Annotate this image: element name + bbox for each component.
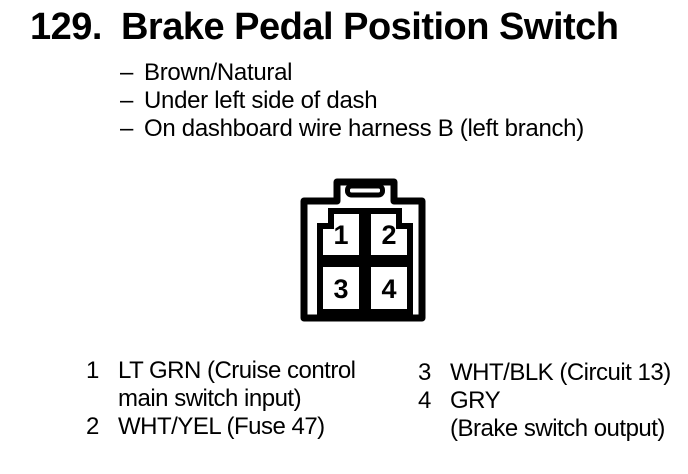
cavity-1-label: 1 bbox=[333, 220, 348, 250]
pin-description-line: LT GRN (Cruise control bbox=[118, 357, 356, 384]
pin-item-3: 3 WHT/BLK (Circuit 13) bbox=[418, 359, 671, 387]
notes-list: – Brown/Natural – Under left side of das… bbox=[120, 59, 584, 143]
cavity-4-label: 4 bbox=[381, 274, 396, 304]
pin-number: 3 bbox=[418, 359, 431, 386]
pin-item-2: 2 WHT/YEL (Fuse 47) bbox=[86, 413, 356, 441]
dash-bullet: – bbox=[120, 59, 134, 86]
pin-description: GRY (Brake switch output) bbox=[450, 387, 665, 443]
page-title: Brake Pedal Position Switch bbox=[120, 6, 619, 48]
note-line: – Under left side of dash bbox=[120, 87, 584, 115]
connector-latch-slot bbox=[345, 183, 385, 198]
note-text: Under left side of dash bbox=[144, 87, 378, 114]
pin-description-line: GRY bbox=[450, 387, 501, 414]
pin-item-1: 1 LT GRN (Cruise control main switch inp… bbox=[86, 357, 356, 413]
note-line: – Brown/Natural bbox=[120, 59, 584, 87]
note-text: On dashboard wire harness B (left branch… bbox=[144, 115, 584, 142]
pin-description: WHT/BLK (Circuit 13) bbox=[450, 359, 671, 387]
cavity-2-label: 2 bbox=[381, 220, 396, 250]
cavity-2 bbox=[365, 208, 413, 261]
pin-list-right: 3 WHT/BLK (Circuit 13) 4 GRY (Brake swit… bbox=[418, 359, 671, 443]
pin-number: 4 bbox=[418, 387, 431, 414]
dash-bullet: – bbox=[120, 87, 134, 114]
dash-bullet: – bbox=[120, 115, 134, 142]
cavity-1 bbox=[317, 208, 365, 261]
pin-item-4: 4 GRY (Brake switch output) bbox=[418, 387, 671, 443]
note-line: – On dashboard wire harness B (left bran… bbox=[120, 115, 584, 143]
pin-description: WHT/YEL (Fuse 47) bbox=[118, 413, 325, 441]
pin-description-line: WHT/BLK (Circuit 13) bbox=[450, 359, 671, 386]
pin-number: 1 bbox=[86, 357, 99, 384]
pin-description-line: WHT/YEL (Fuse 47) bbox=[118, 413, 325, 440]
pin-number: 2 bbox=[86, 413, 99, 440]
section-number: 129. bbox=[30, 6, 102, 48]
cavity-4 bbox=[365, 261, 413, 315]
cavity-3 bbox=[317, 261, 365, 315]
pin-list-left: 1 LT GRN (Cruise control main switch inp… bbox=[86, 357, 356, 441]
pin-description-line: main switch input) bbox=[118, 385, 302, 412]
section-heading: 129. Brake Pedal Position Switch bbox=[30, 5, 619, 49]
note-text: Brown/Natural bbox=[144, 59, 293, 86]
cavity-3-label: 3 bbox=[333, 274, 348, 304]
pin-description: LT GRN (Cruise control main switch input… bbox=[118, 357, 356, 413]
connector-diagram: 1 2 3 4 bbox=[300, 178, 426, 322]
pin-description-line: (Brake switch output) bbox=[450, 415, 665, 442]
